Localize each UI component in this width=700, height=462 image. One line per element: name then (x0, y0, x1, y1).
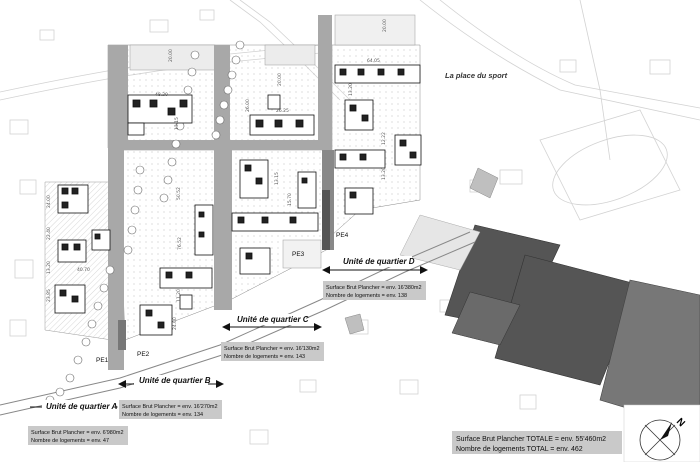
pe1-label: PE1 (96, 357, 109, 364)
dim-label: 64.05 (367, 58, 380, 64)
pe3-block (282, 239, 322, 269)
pe4-label: PE4 (336, 232, 349, 239)
pe2-label: PE2 (137, 351, 150, 358)
dim-label: 26.00 (245, 99, 251, 112)
dim-label: 24.00 (172, 317, 178, 330)
dim-label: 40.70 (77, 267, 90, 273)
dim-label: 20.00 (382, 19, 388, 32)
dim-label: 13.15 (274, 172, 280, 185)
dim-label: 13.20 (381, 167, 387, 180)
quarter-b-logements: Nombre de logements = env. 134 (122, 412, 203, 418)
dim-label: 76.52 (177, 237, 183, 250)
dim-label: 15.70 (287, 193, 293, 206)
quarter-a-title: Unité de quartier A (46, 402, 117, 411)
dimension-labels: 20.00 48.20 13.15 26.25 20.00 64.05 20.0… (46, 19, 388, 330)
dim-label: 23.85 (46, 289, 52, 302)
quarter-a-surface: Surface Brut Plancher = env. 6'980m2 (31, 430, 124, 436)
quarter-d: Unité de quartier D Surface Brut Planche… (322, 256, 428, 300)
total-logements: Nombre de logements TOTAL = env. 462 (456, 446, 583, 453)
quarter-c-logements: Nombre de logements = env. 143 (224, 354, 305, 360)
total-surface: Surface Brut Plancher TOTALE = env. 55'4… (456, 436, 606, 443)
dim-label: 13.20 (348, 83, 354, 96)
quarter-d-surface: Surface Brut Plancher = env. 16'380m2 (326, 285, 422, 291)
north-arrow: N (623, 404, 700, 462)
quarter-c-surface: Surface Brut Plancher = env. 16'130m2 (224, 346, 320, 352)
dim-label: 20.00 (277, 73, 283, 86)
context-map (0, 0, 700, 445)
quarter-b: Unité de quartier B Surface Brut Planche… (118, 375, 224, 419)
quarter-c: Unité de quartier C Surface Brut Planche… (221, 314, 324, 361)
quarter-d-title: Unité de quartier D (343, 257, 415, 266)
dim-label: 24.00 (46, 195, 52, 208)
quarter-a-logements: Nombre de logements = env. 47 (31, 438, 109, 444)
context-buildings-dark (344, 167, 499, 335)
pe3-label: PE3 (292, 251, 305, 258)
quarter-c-title: Unité de quartier C (237, 315, 309, 324)
dim-label: 13.15 (174, 117, 180, 130)
dim-label: 20.00 (168, 49, 174, 62)
dim-label: 50.52 (176, 187, 182, 200)
quarter-d-logements: Nombre de logements = env. 138 (326, 293, 407, 299)
dim-label: 48.20 (155, 92, 168, 98)
circulation-bands (108, 15, 334, 370)
dim-label: 12.22 (381, 132, 387, 145)
sports-fields (399, 214, 700, 431)
dim-label: 26.25 (276, 108, 289, 114)
dim-label: 11.20 (176, 289, 182, 302)
quarter-a: Unité de quartier A Surface Brut Planche… (28, 400, 128, 445)
quarter-b-title: Unité de quartier B (139, 376, 211, 385)
totals-box: Surface Brut Plancher TOTALE = env. 55'4… (452, 431, 622, 454)
dim-label: 13.20 (46, 261, 52, 274)
residential-buildings (54, 64, 422, 336)
quarter-b-surface: Surface Brut Plancher = env. 16'270m2 (122, 404, 218, 410)
dim-label: 22.40 (46, 227, 52, 240)
place-du-sport-label: La place du sport (445, 71, 508, 80)
